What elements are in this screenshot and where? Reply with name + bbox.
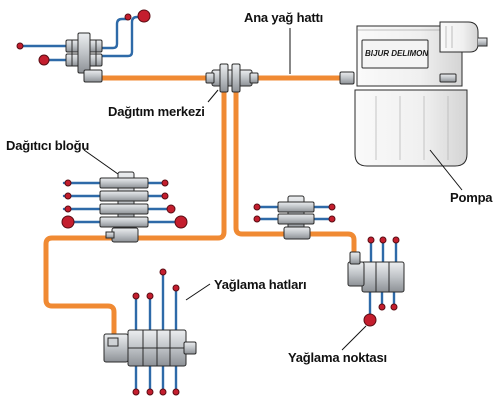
label-main-oil-line: Ana yağ hattı (244, 10, 324, 25)
pump-brand-text: BIJUR DELIMON (365, 49, 428, 58)
distribution-valve-icon (65, 32, 103, 83)
lubrication-point-icon (253, 203, 261, 211)
lubrication-point-icon (146, 292, 154, 300)
lubrication-point-icon (64, 205, 72, 213)
label-leader-lines (83, 28, 463, 351)
label-lubrication-lines: Yağlama hatları (214, 277, 307, 292)
lubrication-point-icon (172, 284, 180, 292)
lubrication-point-icon (166, 204, 176, 214)
distributor-block-right (277, 195, 315, 240)
lubrication-point-icon (38, 54, 50, 66)
lubrication-point-icon (64, 179, 72, 187)
lubrication-point-icon (328, 215, 336, 223)
label-lubrication-point: Yağlama noktası (288, 350, 387, 365)
lubrication-point-icon (172, 388, 180, 396)
distribution-center-hub (205, 63, 259, 93)
lubrication-point-icon (159, 388, 167, 396)
lubrication-point-icon (146, 388, 154, 396)
lubrication-point-icon (174, 215, 188, 229)
lubrication-point-icon (161, 179, 169, 187)
pump-unit-icon (339, 21, 488, 167)
lubrication-point-icon (61, 215, 75, 229)
lubrication-point-icon (132, 292, 140, 300)
distributor-block-lower-right (347, 251, 405, 293)
lubrication-point-icon (363, 313, 377, 327)
distributor-block-bottom (103, 329, 197, 367)
lubrication-points (16, 9, 400, 396)
lubrication-point-icon (367, 236, 375, 244)
lubrication-point-icon (159, 268, 167, 276)
lubrication-point-icon (124, 13, 132, 21)
lubrication-point-icon (378, 303, 386, 311)
lubrication-point-icon (253, 215, 261, 223)
lubrication-point-icon (16, 42, 24, 50)
lubrication-point-icon (132, 388, 140, 396)
label-distributor-block: Dağıtıcı bloğu (6, 138, 90, 153)
lubrication-point-icon (137, 9, 151, 23)
lubrication-point-icon (328, 203, 336, 211)
distributor-block-left (99, 171, 149, 243)
lubrication-point-icon (64, 192, 72, 200)
label-distribution-center: Dağıtım merkezi (108, 104, 205, 119)
lubrication-point-icon (392, 236, 400, 244)
lubrication-point-icon (379, 236, 387, 244)
lubrication-point-icon (161, 192, 169, 200)
lubrication-point-icon (390, 303, 398, 311)
main-line-left-branch (43, 85, 227, 343)
label-pump: Pompa (450, 190, 493, 205)
